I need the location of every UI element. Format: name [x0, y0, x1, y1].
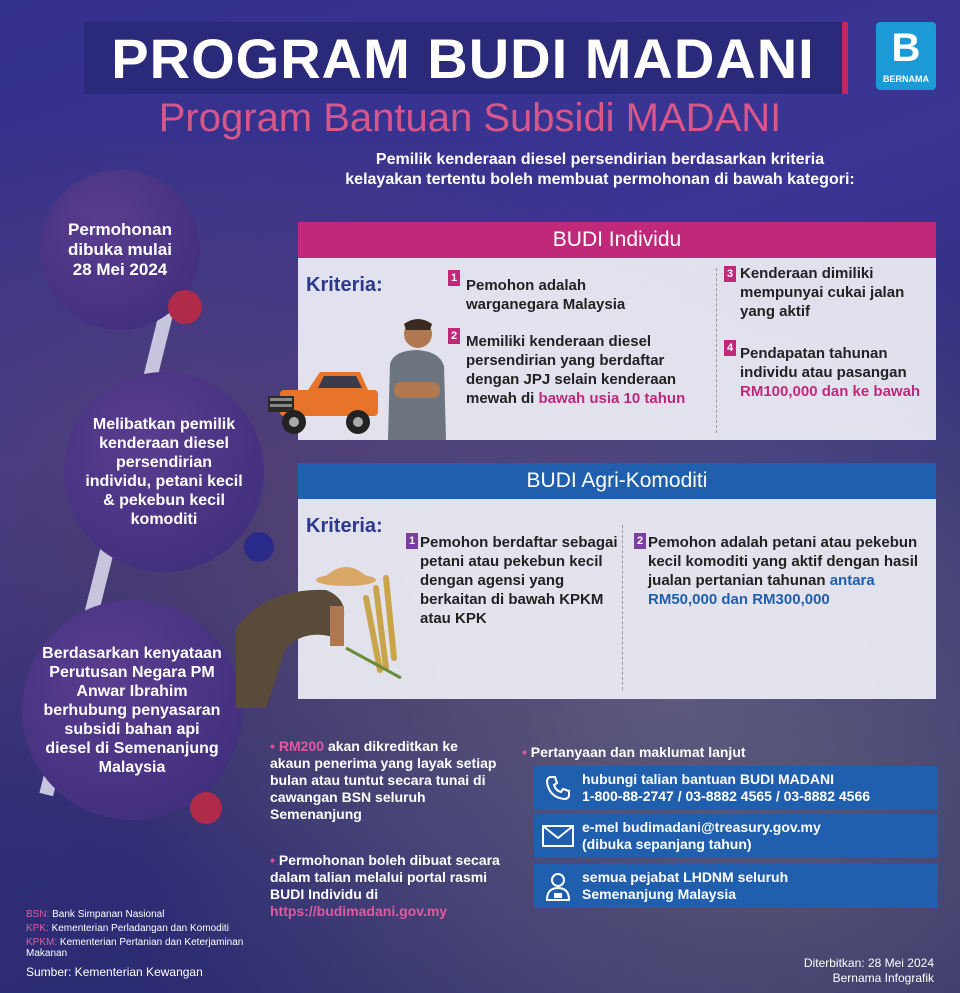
abbreviation-key: KPK:	[26, 923, 49, 934]
portal-link[interactable]: https://budimadani.gov.my	[270, 903, 448, 919]
abbreviation-value: Kementerian Pertanian dan Keterjaminan M…	[26, 937, 244, 959]
truck-illustration	[268, 372, 378, 434]
individu-item-4-text: Pendapatan tahunan individu atau pasanga…	[740, 345, 907, 381]
timeline-text-2: Melibatkan pemilik kenderaan diesel pers…	[85, 416, 243, 528]
bullet-rm200-highlight: RM200	[278, 738, 325, 754]
contact-phone-line2: 1-800-88-2747 / 03-8882 4565 / 03-8882 4…	[582, 788, 871, 804]
contact-title-text: Pertanyaan dan maklumat lanjut	[530, 744, 746, 760]
farmer-illustration	[236, 567, 402, 708]
individu-divider	[716, 268, 717, 433]
individu-item-3: Kenderaan dimiliki mempunyai cukai jalan…	[740, 265, 905, 320]
individu-kriteria-label: Kriteria:	[306, 274, 383, 296]
individu-item-2-text: Memiliki kenderaan diesel persendirian y…	[466, 333, 677, 407]
abbreviation-value: Kementerian Perladangan dan Komoditi	[51, 923, 229, 934]
individu-item-4-highlight: RM100,000 dan ke bawah	[740, 383, 921, 400]
bullet-online: •Permohonan boleh dibuat secara dalam ta…	[270, 852, 506, 920]
published-by: Bernama Infografik	[832, 971, 934, 985]
source-text: Sumber: Kementerian Kewangan	[26, 965, 203, 979]
abbreviation-key: BSN:	[26, 909, 50, 920]
agri-divider	[622, 525, 623, 690]
man-illustration	[388, 319, 446, 440]
contact-phone-text: hubungi talian bantuan BUDI MADANI 1-800…	[582, 771, 870, 805]
page-subtitle: Program Bantuan Subsidi MADANI	[158, 96, 782, 140]
contact-email-text: e-mel budimadani@treasury.gov.my (dibuka…	[582, 819, 821, 853]
contact-title: • Pertanyaan dan maklumat lanjut	[522, 744, 746, 760]
bullet-rm200: •RM200 akan dikreditkan ke akaun penerim…	[270, 738, 502, 823]
timeline-dot-3	[190, 792, 222, 824]
contact-email-line2: (dibuka sepanjang tahun)	[582, 836, 752, 852]
individu-item-2: Memiliki kenderaan diesel persendirian y…	[466, 332, 714, 408]
agri-panel: Kriteria: 1 Pemohon berdaftar sebagai pe…	[298, 499, 936, 699]
agri-item-1: Pemohon berdaftar sebagai petani atau pe…	[420, 534, 618, 627]
abbreviation-value: Bank Simpanan Nasional	[52, 909, 165, 920]
published-info: Diterbitkan: 28 Mei 2024 Bernama Infogra…	[804, 956, 934, 986]
agri-item-2-highlight: antara RM50,000 dan RM300,000	[648, 572, 875, 608]
bernama-logo: B BERNAMA	[876, 22, 936, 90]
contact-email-line1: e-mel budimadani@treasury.gov.my	[582, 819, 821, 835]
title-banner: PROGRAM BUDI MADANI	[84, 22, 848, 94]
individu-heading: BUDI Individu	[298, 222, 936, 258]
timeline-circle-3: Berdasarkan kenyataan Perutusan Negara P…	[22, 600, 242, 820]
individu-item-2-highlight: bawah usia 10 tahun	[538, 390, 686, 407]
timeline-text-3: Berdasarkan kenyataan Perutusan Negara P…	[42, 644, 222, 776]
timeline-dot-1	[168, 290, 202, 324]
page-title: PROGRAM BUDI MADANI	[111, 26, 815, 90]
logo-text: BERNAMA	[883, 74, 929, 84]
phone-icon	[534, 774, 582, 802]
abbreviation-bsn: BSN: Bank Simpanan Nasional	[26, 909, 164, 920]
bullet-online-text: Permohonan boleh dibuat secara dalam tal…	[270, 852, 500, 902]
contact-phone: hubungi talian bantuan BUDI MADANI 1-800…	[534, 766, 938, 810]
officer-icon	[534, 871, 582, 901]
individu-num-1: 1	[448, 270, 460, 286]
bullet-rm200-text: akan dikreditkan ke akaun penerima yang …	[270, 738, 497, 822]
bullet-marker-icon: •	[270, 852, 275, 868]
bullet-marker-icon: •	[522, 744, 531, 760]
individu-item-4: Pendapatan tahunan individu atau pasanga…	[740, 344, 930, 401]
email-icon	[534, 825, 582, 847]
timeline-text-1: Permohonan dibuka mulai 28 Mei 2024	[68, 220, 172, 279]
bernama-logo-icon: B	[891, 26, 921, 70]
abbreviation-kpk: KPK: Kementerian Perladangan dan Komodit…	[26, 923, 229, 934]
timeline-dot-2	[244, 532, 274, 562]
agri-item-2-text: Pemohon adalah petani atau pekebun kecil…	[648, 534, 919, 589]
contact-office-line2: Semenanjung Malaysia	[582, 886, 737, 902]
individu-num-3: 3	[724, 266, 736, 282]
contact-office-line1: semua pejabat LHDNM seluruh	[582, 869, 789, 885]
agri-item-2: Pemohon adalah petani atau pekebun kecil…	[648, 533, 930, 609]
agri-num-2: 2	[634, 533, 646, 549]
contact-office: semua pejabat LHDNM seluruh Semenanjung …	[534, 864, 938, 908]
intro-text: Pemilik kenderaan diesel persendirian be…	[345, 151, 855, 188]
contact-email: e-mel budimadani@treasury.gov.my (dibuka…	[534, 814, 938, 858]
agri-num-1: 1	[406, 533, 418, 549]
bullet-marker-icon: •	[270, 738, 275, 754]
published-date: Diterbitkan: 28 Mei 2024	[803, 956, 934, 970]
individu-num-4: 4	[724, 340, 736, 356]
abbreviation-kpkm: KPKM: Kementerian Pertanian dan Keterjam…	[26, 937, 286, 959]
abbreviation-key: KPKM:	[26, 937, 58, 948]
timeline-circle-2: Melibatkan pemilik kenderaan diesel pers…	[64, 372, 264, 572]
contact-phone-line1: hubungi talian bantuan BUDI MADANI	[582, 771, 834, 787]
individu-num-2: 2	[448, 328, 460, 344]
individu-item-1: Pemohon adalah warganegara Malaysia	[466, 277, 626, 313]
agri-heading: BUDI Agri-Komoditi	[298, 463, 936, 499]
contact-office-text: semua pejabat LHDNM seluruh Semenanjung …	[582, 869, 788, 903]
agri-kriteria-label: Kriteria:	[306, 515, 383, 537]
